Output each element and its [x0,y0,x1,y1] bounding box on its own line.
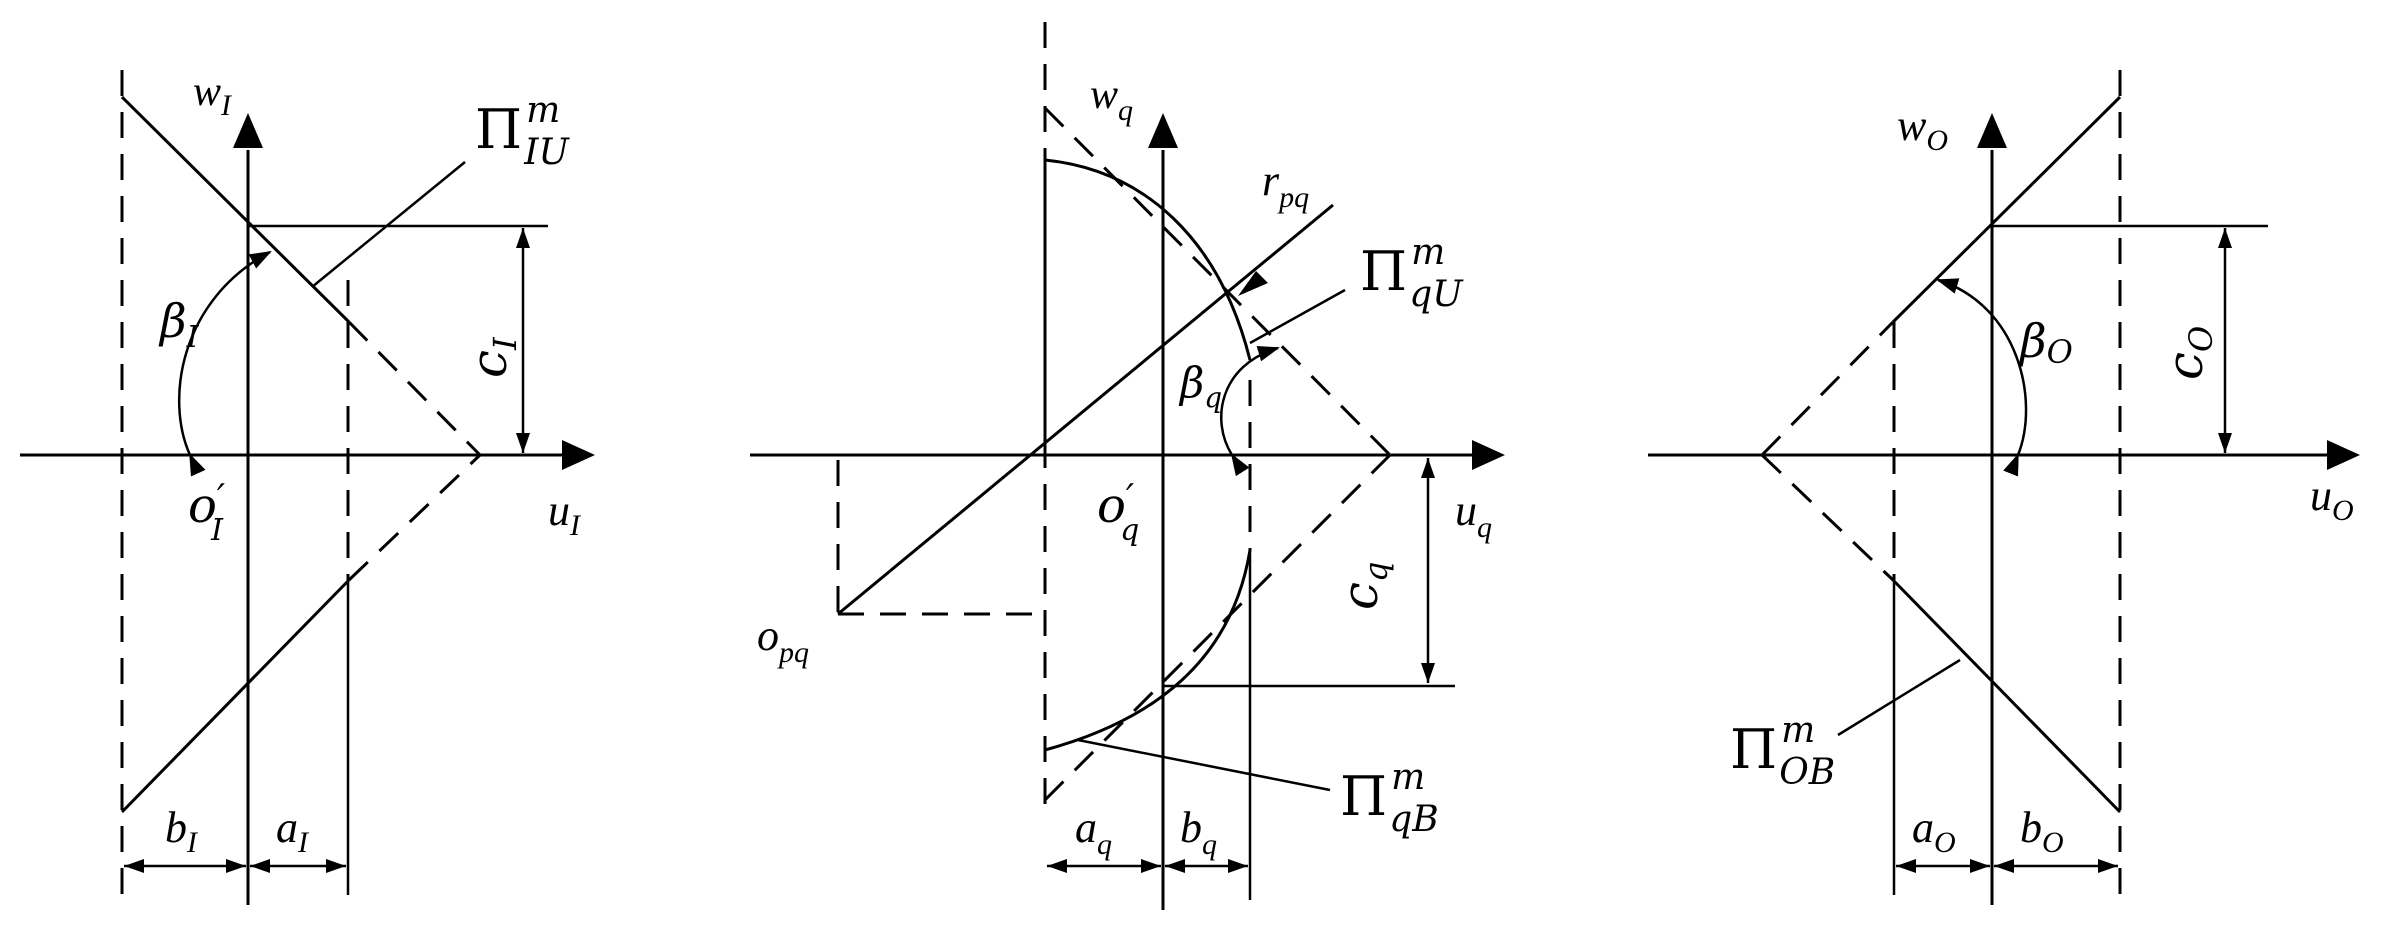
edge-upper-solid-input [120,95,351,324]
label-u-middle: uq [1455,486,1492,544]
label-a-output: aO [1912,803,1956,859]
angle-arc-input [177,250,272,477]
label-c-middle: cq [1331,562,1395,611]
edge-lower-dashed-output [1760,453,1895,582]
w-axis-arrow-middle [1148,113,1178,148]
label-beta-input: βI [158,294,200,355]
arc-lower-middle [1044,549,1252,752]
label-w-input: wI [193,69,233,122]
label-b-middle: bq [1180,803,1217,861]
edge-lower-solid-input [120,578,351,814]
label-w-output: wO [1897,101,1948,157]
label-u-output: uO [2310,471,2354,527]
edge-upper-dashed-output [1760,320,1895,457]
u-axis-arrow-output [2327,440,2360,470]
label-b-output: bO [2020,803,2064,859]
arc-upper-middle [1044,158,1252,361]
leader-plane-output [1837,658,1961,737]
label-a-middle: aq [1075,803,1112,861]
leader-plane-upper-middle [1249,288,1346,345]
label-origin-input: o′I [188,478,225,548]
label-w-middle: wq [1090,72,1133,127]
radius-line-middle [837,203,1334,616]
label-c-output: cO [2156,326,2220,380]
u-axis-arrow-middle [1472,440,1505,470]
label-center-middle: opq [757,611,809,669]
label-c-input: cI [460,336,524,378]
edge-upper-dashed-input [347,320,482,457]
u-axis-arrow-input [562,440,595,470]
radius-arrow-middle [1238,271,1268,296]
label-beta-middle: βq [1178,358,1222,414]
label-beta-output: βO [2018,314,2073,371]
leader-plane-lower-middle [1077,738,1331,792]
edge-lower-solid-output [1891,578,2122,814]
edge-upper-solid-output [1891,95,2122,324]
label-r-middle: rpq [1262,156,1309,214]
angle-arc-middle [1219,345,1280,477]
edge-lower-dashed-input [347,453,482,582]
w-axis-arrow-output [1977,113,2007,148]
angle-arc-output [1936,278,2028,477]
label-origin-middle: o′q [1097,478,1139,548]
label-a-input: aI [276,803,310,859]
w-axis-arrow-input [233,113,263,148]
label-b-input: bI [165,803,199,859]
label-u-input: uI [548,486,582,542]
leader-plane-input [311,161,466,288]
